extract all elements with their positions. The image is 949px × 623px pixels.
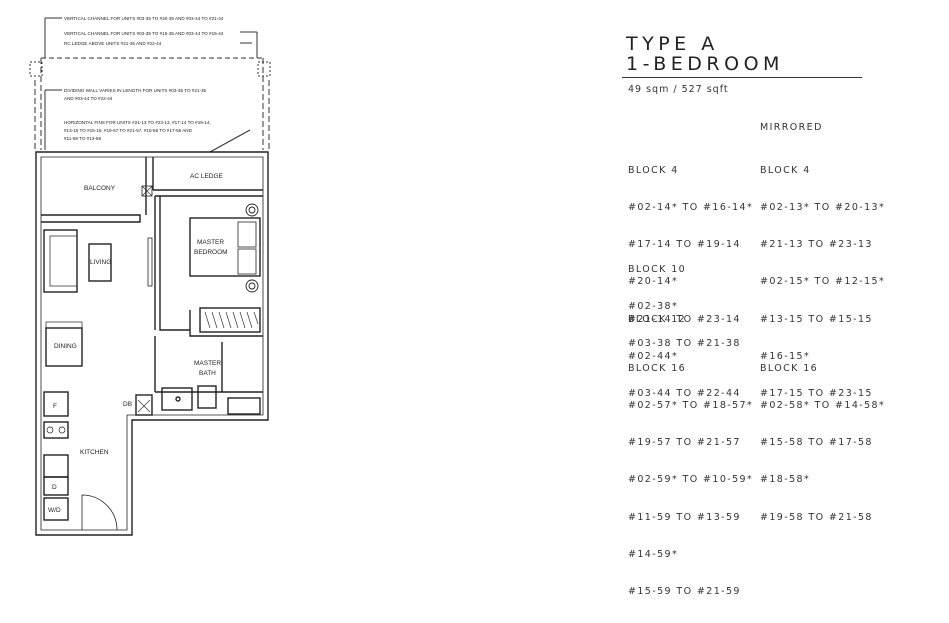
label-washer-dryer: W/D	[48, 507, 61, 514]
hob	[43, 421, 69, 439]
title-divider	[622, 77, 862, 78]
outer-wall	[35, 151, 269, 536]
unit-range: #19-58 TO #21-58	[760, 511, 873, 523]
block-name: BLOCK 16	[628, 362, 687, 374]
unit-info-panel: TYPE A 1-BEDROOM 49 sqm / 527 sqft MIRRO…	[622, 33, 885, 597]
room-master-bedroom-2: BEDROOM	[194, 249, 228, 256]
unit-range: #02-57* TO #18-57*	[628, 400, 754, 412]
unit-range: #15-58 TO #17-58	[760, 437, 873, 449]
block-right-0: BLOCK 4 #02-13* TO #20-13* #21-13 TO #23…	[760, 140, 885, 425]
unit-range: #02-59* TO #10-59*	[628, 474, 754, 486]
block-name: BLOCK 4	[760, 164, 811, 176]
unit-range: #21-14 TO #23-14	[628, 313, 741, 325]
block-right-1: BLOCK 16 #02-58* TO #14-58* #15-58 TO #1…	[760, 338, 885, 549]
unit-range: #02-13* TO #20-13*	[760, 202, 886, 214]
room-master-bath-2: BATH	[199, 370, 216, 377]
block-name: BLOCK 16	[760, 362, 819, 374]
mirrored-label: MIRRORED	[760, 122, 823, 133]
room-db: DB	[123, 401, 132, 408]
note-vertical-channel-2: VERTICAL CHANNEL FOR UNITS #03-35 TO #15…	[64, 31, 224, 36]
toilet	[197, 385, 217, 409]
unit-range: #14-59*	[628, 548, 679, 560]
note-dividing-wall-1: DIVIDING WALL VARIES IN LENGTH FOR UNITS…	[64, 88, 207, 93]
coffee-table	[88, 243, 112, 282]
block-left-3: BLOCK 16 #02-57* TO #18-57* #19-57 TO #2…	[628, 338, 753, 623]
unit-area: 49 sqm / 527 sqft	[628, 84, 729, 95]
unit-range: #03-44 TO #22-44	[628, 388, 741, 400]
unit-range: #17-14 TO #19-14	[628, 239, 741, 251]
room-dining: DINING	[54, 343, 77, 350]
note-horizontal-fins-3: #11-59 TO #13-59	[64, 136, 101, 141]
block-left-2: BLOCK 12 #02-44* #03-44 TO #22-44	[628, 289, 741, 425]
fan-icon	[245, 203, 259, 217]
left-channel-box	[29, 61, 43, 77]
entrance-door	[81, 494, 118, 531]
db-cabinet	[135, 394, 153, 416]
unit-range: #13-15 TO #15-15	[760, 313, 873, 325]
unit-range: #15-59 TO #21-59	[628, 586, 741, 598]
room-master-bedroom-1: MASTER	[197, 239, 224, 246]
unit-range: #02-58* TO #14-58*	[760, 400, 886, 412]
room-kitchen: KITCHEN	[80, 449, 109, 456]
unit-range: #17-15 TO #23-15	[760, 388, 873, 400]
note-dividing-wall-2: AND #03-44 TO #22-44	[64, 96, 113, 101]
unit-range: #03-38 TO #21-38	[628, 338, 741, 350]
wardrobe	[199, 307, 261, 333]
note-vertical-channel-1: VERTICAL CHANNEL FOR UNITS #03-35 TO #20…	[64, 16, 224, 21]
vanity	[161, 387, 193, 411]
unit-range: #02-38*	[628, 301, 679, 313]
room-balcony: BALCONY	[84, 185, 116, 192]
unit-range: #02-44*	[628, 351, 679, 363]
block-left-0: BLOCK 4 #02-14* TO #16-14* #17-14 TO #19…	[628, 140, 753, 351]
unit-range: #20-14*	[628, 276, 679, 288]
room-living: LIVING	[90, 259, 111, 266]
label-fridge: F	[53, 403, 57, 410]
dryer	[43, 476, 69, 496]
right-channel-box	[257, 61, 271, 77]
note-horizontal-fins-1: HORIZONTAL FINS FOR UNITS #21-13 TO #23-…	[64, 120, 211, 125]
block-name: BLOCK 12	[628, 313, 687, 325]
block-name: BLOCK 10	[628, 263, 687, 275]
unit-range: #02-14* TO #16-14*	[628, 202, 754, 214]
block-left-1: BLOCK 10 #02-38* #03-38 TO #21-38	[628, 239, 741, 375]
bedroom-title: 1-BEDROOM	[626, 53, 784, 75]
unit-range: #21-13 TO #23-13	[760, 239, 873, 251]
room-master-bath-1: MASTER	[194, 360, 221, 367]
unit-range: #16-15*	[760, 350, 811, 362]
unit-range: #02-15* TO #12-15*	[760, 276, 886, 288]
label-dryer: D	[52, 484, 57, 491]
note-rc-ledge: RC LEDGE ABOVE UNITS #21-35 AND #22-44	[64, 41, 162, 46]
unit-range: #11-59 TO #13-59	[628, 511, 741, 523]
note-horizontal-fins-2: #13-15 TO #15-15, #19-57 TO #21-57, #15-…	[64, 128, 193, 133]
shower	[227, 397, 261, 415]
fridge	[43, 391, 69, 417]
unit-range: #19-57 TO #21-57	[628, 437, 741, 449]
unit-range: #18-58*	[760, 474, 811, 486]
room-ac-ledge: AC LEDGE	[190, 173, 224, 180]
block-name: BLOCK 4	[628, 164, 679, 176]
floor-plan: VERTICAL CHANNEL FOR UNITS #03-35 TO #20…	[29, 16, 271, 536]
type-title: TYPE A	[626, 33, 719, 55]
bed	[189, 217, 261, 277]
washer	[43, 497, 69, 521]
